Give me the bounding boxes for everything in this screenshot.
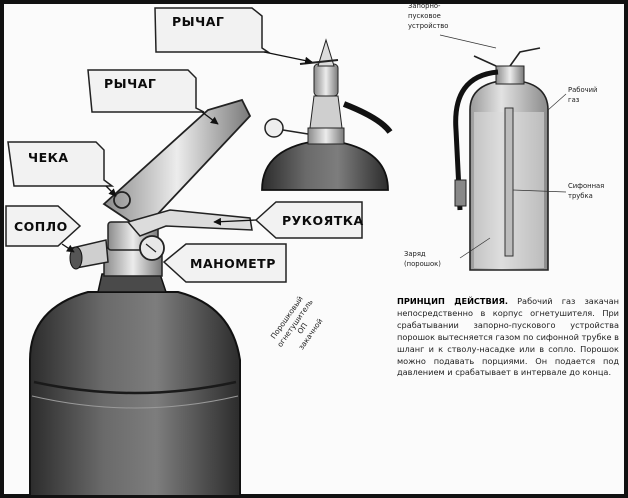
note-charge-1: Заряд bbox=[404, 250, 426, 258]
note-device-2: пусковое bbox=[408, 12, 441, 20]
note-charge-2: (порошок) bbox=[404, 260, 441, 268]
label-handle: РУКОЯТКА bbox=[282, 213, 364, 228]
cutaway-extinguisher bbox=[440, 35, 566, 270]
callout-pin: ЧЕКА bbox=[8, 142, 116, 196]
principle-heading: ПРИНЦИП ДЕЙСТВИЯ. bbox=[397, 296, 508, 306]
callout-nozzle: СОПЛО bbox=[6, 206, 80, 252]
note-tube-1: Сифонная bbox=[568, 182, 604, 190]
label-lever-top: РЫЧАГ bbox=[172, 14, 224, 29]
label-lever: РЫЧАГ bbox=[104, 76, 156, 91]
principle-text: Рабочий газ закачан непосредственно в ко… bbox=[397, 296, 619, 377]
callout-lever: РЫЧАГ bbox=[88, 70, 218, 124]
note-tube-2: трубка bbox=[568, 192, 593, 200]
label-nozzle: СОПЛО bbox=[14, 219, 68, 234]
note-gas-1: Рабочий bbox=[568, 86, 597, 94]
top-extinguisher bbox=[262, 40, 390, 190]
principle-paragraph: ПРИНЦИП ДЕЙСТВИЯ. Рабочий газ закачан не… bbox=[397, 296, 619, 379]
callout-gauge: МАНОМЕТР bbox=[164, 244, 286, 282]
label-pin: ЧЕКА bbox=[28, 150, 69, 165]
note-device-3: устройство bbox=[408, 22, 448, 30]
note-device-1: Запорно- bbox=[408, 2, 441, 10]
note-gas-2: газ bbox=[568, 96, 580, 104]
label-gauge: МАНОМЕТР bbox=[190, 256, 276, 271]
callout-lever-top: РЫЧАГ bbox=[155, 8, 312, 62]
